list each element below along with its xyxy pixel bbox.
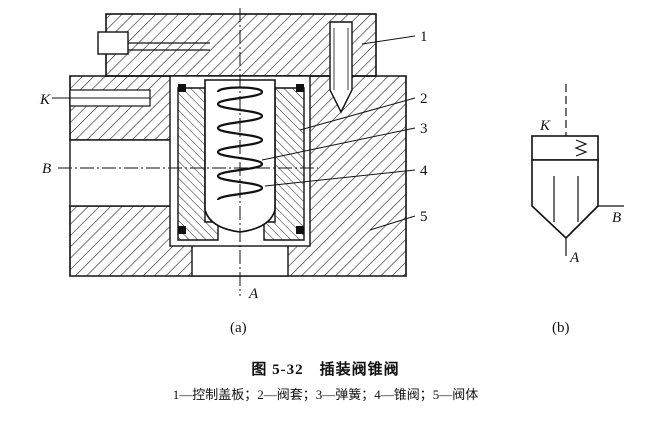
sectional-view-a: 1 2 3 4 5 K B A (a) — [39, 8, 428, 336]
port-label-b: B — [42, 161, 51, 177]
figure-caption: 图 5-32 插装阀锥阀 — [251, 362, 400, 378]
figure-legend: 1—控制盖板；2—阀套；3—弹簧；4—锥阀；5—阀体 — [172, 387, 479, 402]
symbol-port-b: B — [612, 210, 621, 226]
symbol-poppet — [531, 159, 599, 240]
sublabel-a: (a) — [230, 320, 247, 336]
seal-ring — [296, 84, 304, 92]
spring — [216, 86, 264, 202]
sublabel-b: (b) — [552, 320, 570, 336]
seal-ring — [178, 84, 186, 92]
symbol-spring — [574, 139, 588, 157]
seal-ring — [296, 226, 304, 234]
port-label-k: K — [39, 92, 51, 108]
part-label-1: 1 — [420, 29, 428, 45]
bolt-head — [97, 31, 129, 55]
symbol-view-b: K B A (b) — [531, 84, 624, 336]
port-label-a: A — [248, 286, 259, 302]
part-label-2: 2 — [420, 91, 428, 107]
screw — [329, 21, 353, 114]
symbol-port-a: A — [569, 250, 580, 266]
symbol-top-box — [531, 135, 599, 161]
symbol-port-k: K — [539, 118, 551, 134]
part-label-4: 4 — [420, 163, 428, 179]
part-label-5: 5 — [420, 209, 428, 225]
part-label-3: 3 — [420, 121, 428, 137]
seal-ring — [178, 226, 186, 234]
